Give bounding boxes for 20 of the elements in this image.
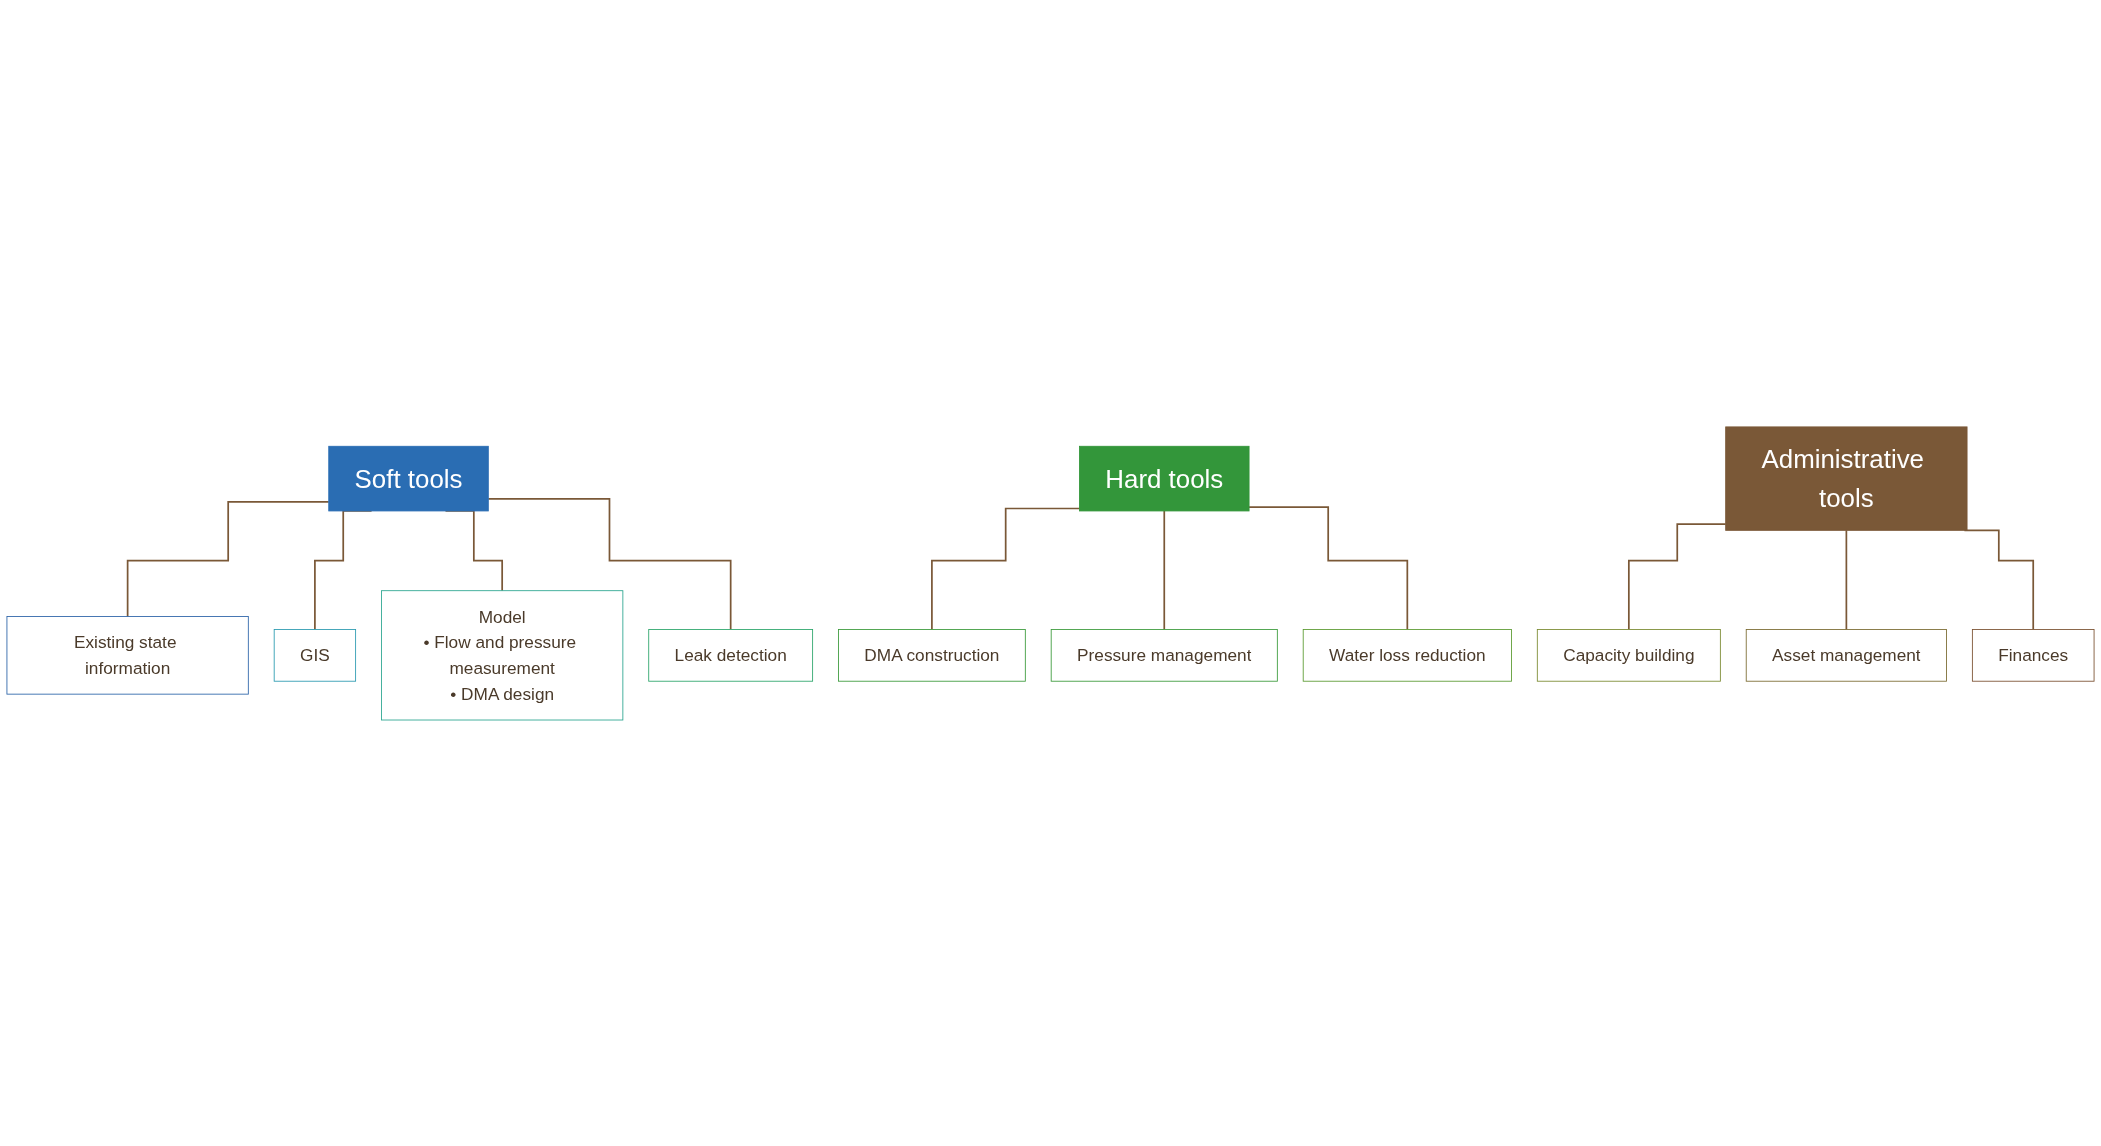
node-box: Soft tools [328,445,489,511]
node-box: Finances [1971,628,2095,682]
node-box: Model • Flow and pressure measurement • DMA design [381,589,624,720]
connector [487,497,732,630]
node-box: Existing state information [6,615,249,695]
node-box: Water loss reduction [1302,628,1512,682]
connector [126,500,330,617]
node-box: Capacity building [1536,628,1721,682]
node-box: Hard tools [1079,445,1250,511]
connector [1163,509,1166,630]
node-box: Administrative tools [1725,426,1968,531]
node-box: Asset management [1745,628,1947,682]
connector [1845,529,1848,630]
node-box: Leak detection [648,628,814,682]
node-box: GIS [273,628,357,682]
connector [931,507,1081,630]
node-box: Pressure management [1050,628,1278,682]
node-box: DMA construction [838,628,1026,682]
connector [1628,522,1727,630]
connector [1248,505,1409,630]
